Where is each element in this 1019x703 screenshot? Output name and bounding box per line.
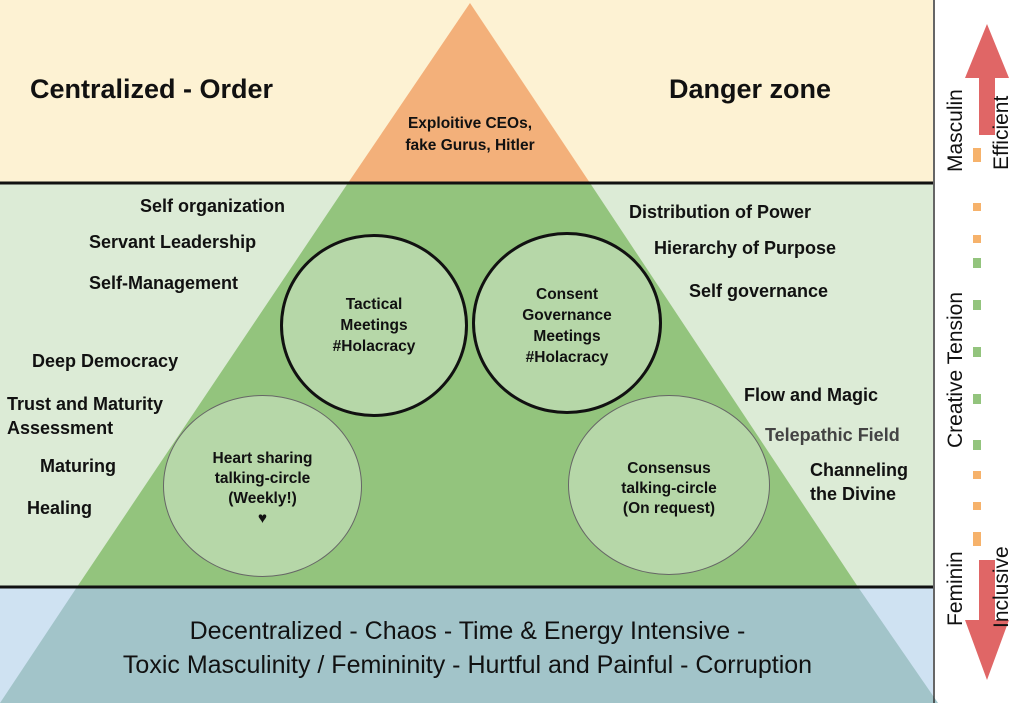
circle-line: talking-circle xyxy=(214,470,311,487)
scale-masculin: Masculin xyxy=(944,89,967,172)
right-title: Danger zone xyxy=(669,74,832,104)
tactical-meetings-text: Tactical Meetings #Holacracy xyxy=(284,294,464,357)
left-label-trust-maturity: Trust and Maturity xyxy=(7,394,164,414)
arrow-up-icon xyxy=(965,24,1009,135)
scale-feminin: Feminin xyxy=(944,551,967,626)
right-label-distribution: Distribution of Power xyxy=(629,202,811,222)
right-label-channeling: Channeling xyxy=(810,460,908,480)
right-label-hierarchy: Hierarchy of Purpose xyxy=(654,238,837,258)
bottom-line-2: Toxic Masculinity / Femininity - Hurtful… xyxy=(122,651,813,679)
consensus-circle xyxy=(568,395,770,575)
left-label-healing: Healing xyxy=(27,498,93,518)
scale-dash xyxy=(973,235,981,243)
left-label-self-management: Self-Management xyxy=(89,273,239,293)
left-label-self-organization: Self organization xyxy=(140,196,286,216)
left-title: Centralized - Order xyxy=(30,74,274,104)
circle-line: Consensus xyxy=(627,460,711,477)
right-label-telepathic-field: Telepathic Field xyxy=(765,425,900,445)
circle-line: (On request) xyxy=(622,500,716,517)
circle-line: #Holacracy xyxy=(332,338,416,355)
apex-text: Exploitive CEOs, fake Gurus, Hitler xyxy=(370,113,570,157)
consensus-text: Consensus talking-circle (On request) xyxy=(572,459,766,519)
scale-dash xyxy=(973,440,981,450)
scale-dash xyxy=(973,148,981,162)
circle-line: Heart sharing xyxy=(212,450,313,467)
left-label-deep-democracy: Deep Democracy xyxy=(32,351,179,371)
circle-line: Meetings xyxy=(533,328,601,345)
heart-sharing-circle xyxy=(163,395,362,577)
circle-line: Tactical xyxy=(345,296,403,313)
scale-dash xyxy=(973,203,981,211)
right-label-flow-magic: Flow and Magic xyxy=(744,385,879,405)
apex-line: fake Gurus, Hitler xyxy=(405,137,535,154)
scale-dash xyxy=(973,532,981,546)
tactical-meetings-circle xyxy=(280,234,468,417)
scale-dash xyxy=(973,347,981,357)
scale-dash xyxy=(973,471,981,479)
consent-governance-circle xyxy=(472,232,662,414)
scale-dash xyxy=(973,394,981,404)
pyramid-bottom-section xyxy=(0,587,938,703)
pyramid-apex xyxy=(348,3,590,183)
consent-governance-text: Consent Governance Meetings #Holacracy xyxy=(477,284,657,368)
left-label-assessment: Assessment xyxy=(7,418,114,438)
bottom-line-1: Decentralized - Chaos - Time & Energy In… xyxy=(189,617,746,645)
scale-efficient: Efficient xyxy=(990,95,1013,170)
apex-line: Exploitive CEOs, xyxy=(407,115,533,132)
scale-dash xyxy=(973,300,981,310)
arrow-down-icon xyxy=(965,560,1009,680)
circle-line: (Weekly!) xyxy=(228,490,297,507)
left-label-servant-leadership: Servant Leadership xyxy=(89,232,257,252)
scale-dash xyxy=(973,258,981,268)
heart-sharing-text: Heart sharing talking-circle (Weekly!) ♥ xyxy=(167,449,358,529)
left-label-maturing: Maturing xyxy=(40,456,116,476)
right-label-the-divine: the Divine xyxy=(810,484,897,504)
circle-line: Governance xyxy=(522,307,612,324)
right-label-self-governance: Self governance xyxy=(689,281,829,301)
circle-line: talking-circle xyxy=(621,480,717,497)
circle-line: #Holacracy xyxy=(525,349,609,366)
scale-inclusive: Inclusive xyxy=(990,546,1013,628)
scale-dash xyxy=(973,502,981,510)
circle-line: Consent xyxy=(536,286,598,303)
heart-icon: ♥ xyxy=(257,510,268,527)
scale-creative-tension: Creative Tension xyxy=(944,291,967,448)
circle-line: Meetings xyxy=(340,317,408,334)
